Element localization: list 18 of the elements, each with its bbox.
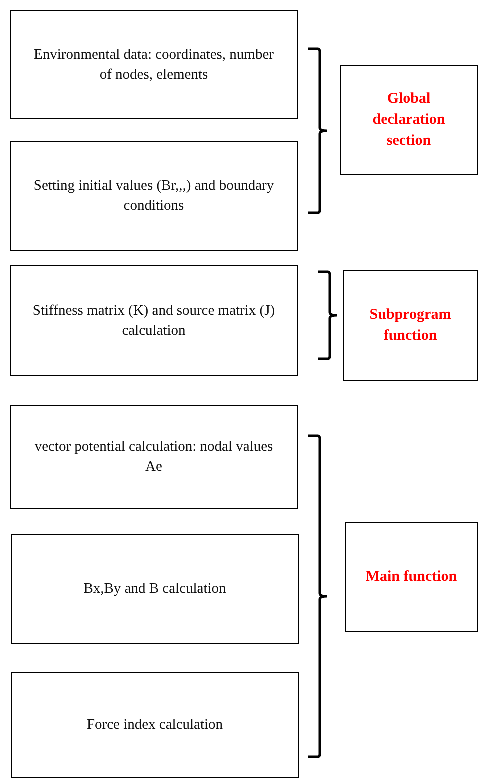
section-title: Main function (366, 568, 458, 586)
process-box (10, 10, 298, 119)
step-text: Stiffness matrix (K) and source matrix (J) calculation (32, 302, 276, 340)
section-title: Subprogram function (368, 306, 452, 346)
process-box (10, 265, 298, 376)
step-text: Environmental data: coordinates, number of nodes, elements (33, 46, 275, 84)
process-box (11, 672, 299, 778)
step-text: Setting initial values (Br,,,) and boundary conditions (32, 177, 276, 216)
process-box (10, 405, 298, 509)
step-text: Bx,By and B calculation (84, 580, 226, 599)
section-box (340, 65, 478, 175)
section-box (345, 522, 478, 632)
section-box (343, 270, 478, 381)
step-text: Force index calculation (86, 716, 224, 735)
step-text: vector potential calculation: nodal values Ae (34, 438, 274, 477)
process-box (10, 141, 298, 251)
section-title: Global declaration section (372, 90, 446, 150)
process-box (11, 534, 299, 644)
